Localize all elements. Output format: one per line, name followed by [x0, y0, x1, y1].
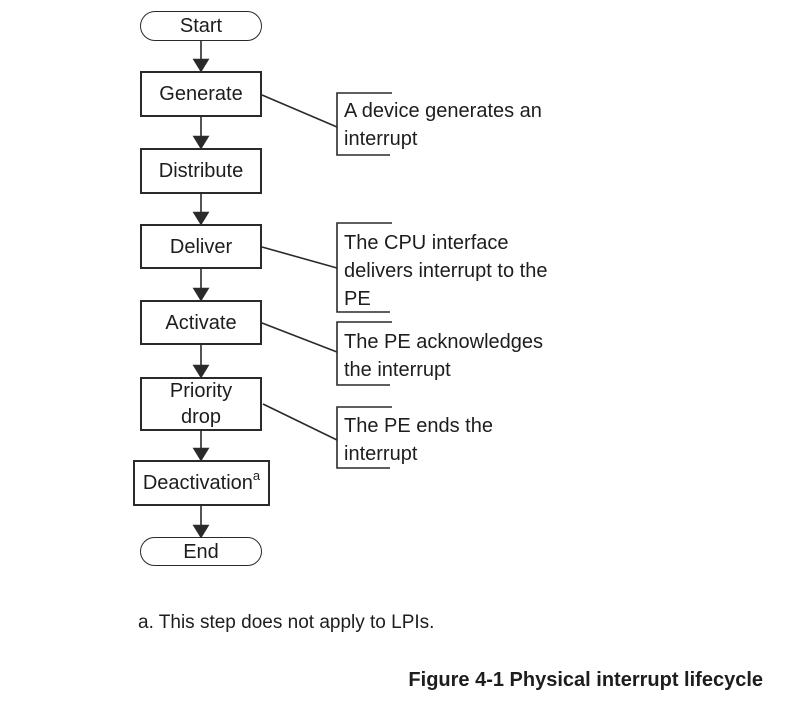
node-label-distribute: Distribute: [158, 160, 244, 182]
flow-node-distribute: Distribute: [140, 148, 262, 194]
node-label-deactivation: Deactivationa: [142, 468, 261, 496]
annotation-line: The PE acknowledges: [344, 331, 544, 353]
node-label-deliver: Deliver: [169, 235, 233, 258]
connector-generate-annotation: [261, 94, 338, 128]
annotation-activate: The PE acknowledges the interrupt: [344, 328, 543, 384]
annotation-line: The CPU interface: [344, 232, 509, 254]
arrow-priority-drop-to-deactivation: [192, 431, 210, 462]
node-label-priority-drop: Priority drop: [169, 380, 233, 428]
annotation-deliver: The CPU interface delivers interrupt to …: [344, 229, 547, 313]
figure-footnote: a. This step does not apply to LPIs.: [138, 612, 435, 633]
connector-deliver-annotation: [261, 246, 338, 269]
flow-node-end: End: [140, 537, 262, 566]
annotation-line: the interrupt: [344, 359, 451, 381]
node-label-generate: Generate: [159, 83, 243, 105]
figure-caption: Figure 4-1 Physical interrupt lifecycle: [408, 669, 763, 691]
arrow-distribute-to-deliver: [192, 194, 210, 226]
flow-node-deliver: Deliver: [140, 224, 262, 269]
flow-node-deactivation: Deactivationa: [133, 460, 270, 506]
arrow-deliver-to-activate: [192, 269, 210, 302]
annotation-line: The PE ends the: [344, 415, 493, 437]
arrow-deactivation-to-end: [192, 506, 210, 539]
node-label-start: Start: [179, 15, 223, 37]
bracket-generate-annotation: [336, 92, 392, 156]
annotation-line: delivers interrupt to the: [344, 260, 548, 282]
footnote-marker: a: [252, 468, 261, 484]
flow-node-priority-drop: Priority drop: [140, 377, 262, 431]
node-label-deactivation-text: Deactivation: [142, 472, 253, 494]
flow-node-activate: Activate: [140, 300, 262, 345]
arrow-start-to-generate: [192, 41, 210, 73]
flow-node-generate: Generate: [140, 71, 262, 117]
bracket-activate-annotation: [336, 321, 392, 386]
connector-priority-drop-annotation: [262, 403, 338, 441]
annotation-priority-drop: The PE ends the interrupt: [344, 412, 493, 468]
flow-node-start: Start: [140, 11, 262, 41]
annotation-line: interrupt: [344, 128, 418, 150]
annotation-line: interrupt: [344, 443, 418, 465]
annotation-line: A device generates an: [344, 100, 542, 122]
bracket-priority-drop-annotation: [336, 406, 392, 469]
annotation-generate: A device generates an interrupt: [344, 97, 542, 153]
annotation-line: PE: [344, 288, 371, 310]
connector-activate-annotation: [261, 322, 338, 353]
arrow-activate-to-priority-drop: [192, 345, 210, 379]
node-label-end: End: [183, 540, 219, 563]
node-label-activate: Activate: [165, 311, 237, 334]
bracket-deliver-annotation: [336, 222, 392, 313]
arrow-generate-to-distribute: [192, 117, 210, 150]
